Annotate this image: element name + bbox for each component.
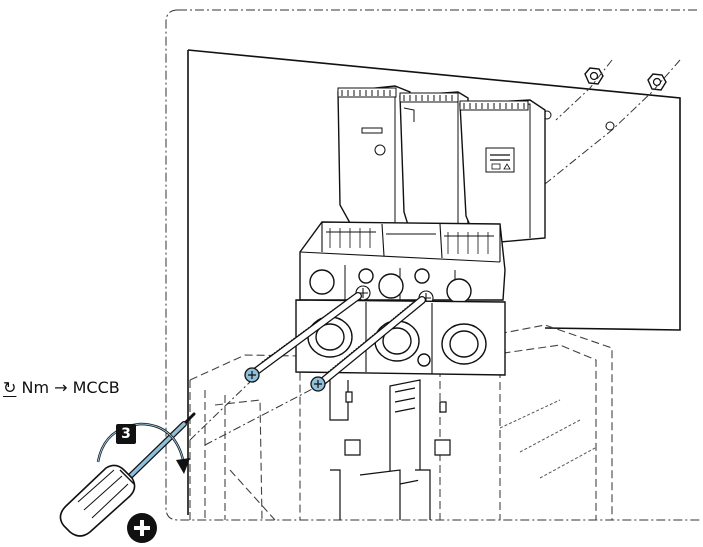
torque-symbol: ↻ (3, 378, 17, 397)
terminal-cover (399, 91, 469, 239)
phillips-head-icon (127, 513, 157, 543)
mccb-side-hatch (499, 399, 596, 479)
hex-nut (647, 73, 667, 91)
terminal-cover (459, 99, 546, 245)
mounting-plate (187, 49, 681, 515)
rotation-arrow-icon (96, 422, 190, 474)
step-number-badge: 3 (116, 424, 136, 444)
installation-frame (165, 9, 700, 521)
plate-hole (605, 121, 615, 131)
torque-callout: ↻ Nm → MCCB (3, 378, 120, 397)
mounting-axis-line (539, 59, 681, 189)
mccb-lower-contacts (329, 375, 451, 520)
torque-target-text: Nm → MCCB (16, 378, 120, 397)
fixing-screw (310, 296, 426, 392)
mccb-terminal-base (295, 299, 506, 376)
fixing-screw (244, 292, 362, 383)
terminal-block (299, 221, 506, 304)
terminal-cover (337, 85, 411, 233)
hex-nut (584, 67, 604, 85)
screwdriver-icon (59, 412, 196, 537)
